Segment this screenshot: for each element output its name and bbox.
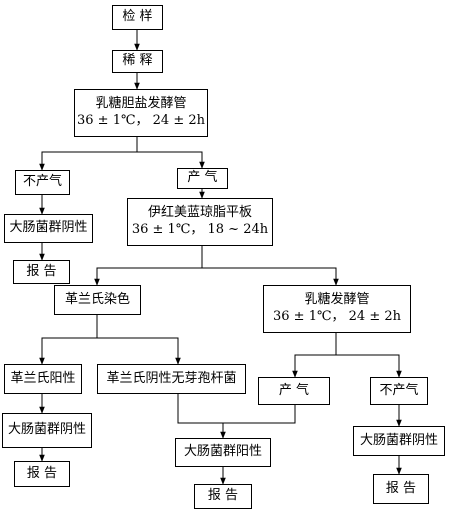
node-label: 报 告 — [26, 465, 58, 481]
node-coliform-positive: 大肠菌群阳性 — [175, 438, 271, 467]
node-gram-positive: 革兰氏阳性 — [4, 364, 82, 394]
node-label: 伊红美蓝琼脂平板 — [147, 205, 252, 221]
node-label: 产 气 — [278, 382, 310, 398]
node-report-2: 报 告 — [14, 461, 70, 487]
node-label: 检 样 — [122, 9, 153, 25]
node-condition: 36 ± 1℃， 18 ~ 24h — [131, 222, 269, 237]
split-emb-right — [202, 267, 339, 286]
split-gram-right — [97, 337, 181, 365]
split-lactose-bile-right — [137, 151, 205, 169]
node-gas-2: 产 气 — [258, 377, 330, 405]
node-lactose-fermentation-tube: 乳糖发酵管 36 ± 1℃， 24 ± 2h — [263, 285, 411, 333]
node-label: 革兰氏染色 — [64, 291, 130, 307]
node-condition: 36 ± 1℃， 24 ± 2h — [273, 309, 401, 324]
node-lactose-bile-tube: 乳糖胆盐发酵管 36 ± 1℃， 24 ± 2h — [74, 89, 208, 137]
node-label: 不产气 — [22, 174, 62, 190]
node-coliform-negative-3: 大肠菌群阴性 — [353, 426, 445, 456]
node-coliform-negative-2: 大肠菌群阴性 — [2, 413, 92, 448]
node-label: 报 告 — [26, 263, 57, 279]
split-emb — [94, 246, 203, 286]
node-report-3: 报 告 — [194, 484, 252, 509]
node-label: 乳糖胆盐发酵管 — [95, 96, 187, 112]
node-gram-negative-rod: 革兰氏阴性无芽孢杆菌 — [97, 364, 246, 394]
node-label: 不产气 — [379, 382, 419, 398]
node-label: 大肠菌群阴性 — [9, 220, 88, 236]
node-no-gas-2: 不产气 — [370, 377, 428, 405]
node-label: 大肠菌群阴性 — [359, 432, 438, 448]
node-label: 革兰氏阴性无芽孢杆菌 — [106, 370, 237, 386]
node-coliform-negative-1: 大肠菌群阴性 — [4, 214, 93, 243]
node-dilute: 稀 释 — [112, 50, 163, 73]
node-label: 稀 释 — [122, 53, 153, 69]
split-lactose-ferment — [292, 333, 337, 378]
split-lactose-bile — [39, 137, 138, 171]
node-condition: 36 ± 1℃， 24 ± 2h — [77, 113, 205, 128]
node-inspect-sample: 检 样 — [112, 5, 163, 30]
node-report-1: 报 告 — [13, 260, 70, 284]
merge-to-coliform-pos — [177, 394, 296, 424]
node-emb-agar-plate: 伊红美蓝琼脂平板 36 ± 1℃， 18 ~ 24h — [127, 198, 273, 246]
node-label: 报 告 — [207, 488, 239, 504]
node-gram-stain: 革兰氏染色 — [54, 285, 141, 315]
node-report-4: 报 告 — [373, 474, 429, 504]
node-label: 产 气 — [187, 170, 218, 186]
node-label: 革兰氏阳性 — [10, 370, 76, 386]
node-no-gas-1: 不产气 — [15, 170, 70, 195]
node-label: 大肠菌群阳性 — [183, 444, 262, 460]
node-label: 乳糖发酵管 — [304, 292, 370, 308]
split-gram — [39, 315, 98, 365]
split-lactose-ferment-right — [336, 354, 402, 378]
node-label: 报 告 — [385, 480, 417, 496]
node-label: 大肠菌群阴性 — [7, 422, 86, 438]
node-gas-1: 产 气 — [177, 168, 228, 189]
